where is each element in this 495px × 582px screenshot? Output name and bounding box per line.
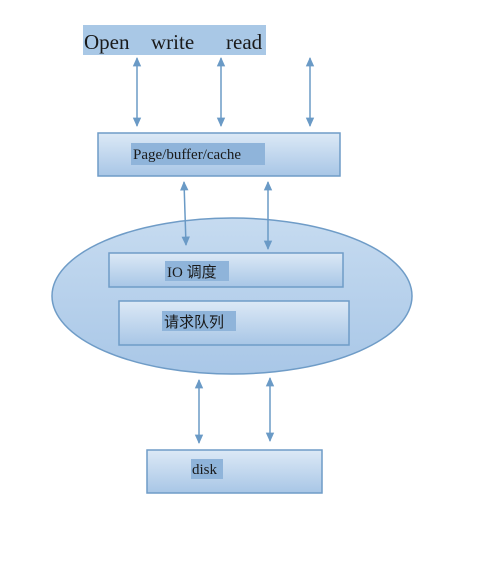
write-label: write — [151, 30, 194, 54]
page-cache-label-bg — [131, 143, 265, 165]
open-label: Open — [84, 30, 130, 54]
disk-label-bg — [191, 459, 223, 479]
disk-box — [146, 449, 323, 494]
cache-io-arrow-left — [180, 180, 190, 247]
request-queue-label: 请求队列 — [164, 314, 224, 331]
api-calls-box — [83, 25, 266, 55]
request-queue-label-bg — [162, 311, 236, 331]
read-label: read — [226, 30, 263, 54]
io-layer-ellipse — [51, 217, 413, 375]
io-scheduler-label: IO 调度 — [167, 264, 217, 281]
io-scheduler-label-bg — [165, 261, 229, 281]
disk-label: disk — [192, 462, 218, 478]
page-cache-label: Page/buffer/cache — [133, 147, 241, 163]
